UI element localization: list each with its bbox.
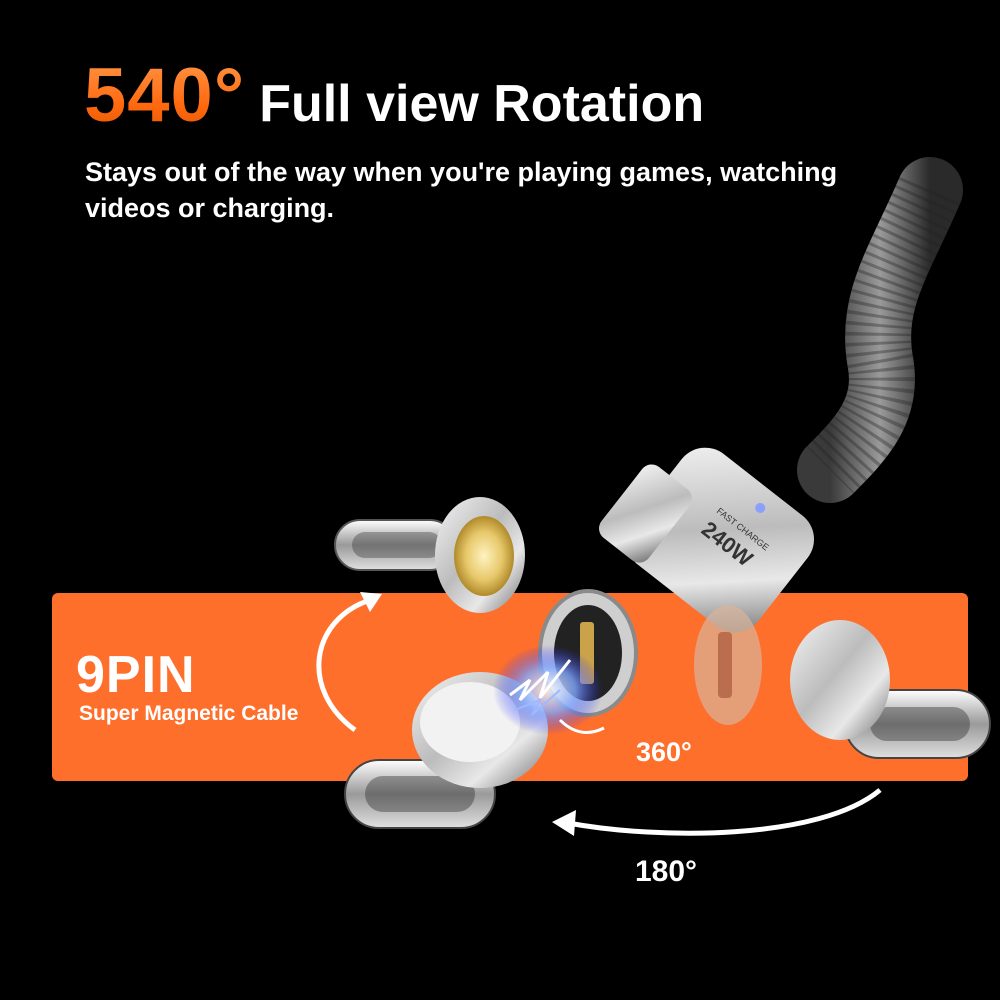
headline-degrees: 540° <box>84 53 246 138</box>
rotation-label-360: 360° <box>636 737 692 767</box>
headline-text: Full view Rotation <box>259 75 705 133</box>
cable-braid-texture <box>806 176 961 494</box>
arrow-head-horizontal <box>552 810 576 836</box>
rotation-arrow-horizontal <box>567 788 882 836</box>
banner-title: 9PIN <box>76 646 196 704</box>
magnetic-spark <box>493 645 603 735</box>
arrow-head-vertical <box>360 592 382 612</box>
connector-head <box>599 447 815 633</box>
rotation-arrow-360 <box>558 718 605 734</box>
banner-subtitle: Super Magnetic Cable <box>79 702 299 725</box>
rotation-arrow-vertical <box>316 597 371 733</box>
subheadline: Stays out of the way when you're playing… <box>85 157 838 223</box>
headline: 540°Full view Rotation <box>84 52 704 139</box>
braided-cable <box>797 157 963 503</box>
rotation-label-180: 180° <box>635 855 698 888</box>
usb-c-plug-right <box>790 620 991 759</box>
usb-c-plug-top <box>334 497 525 613</box>
